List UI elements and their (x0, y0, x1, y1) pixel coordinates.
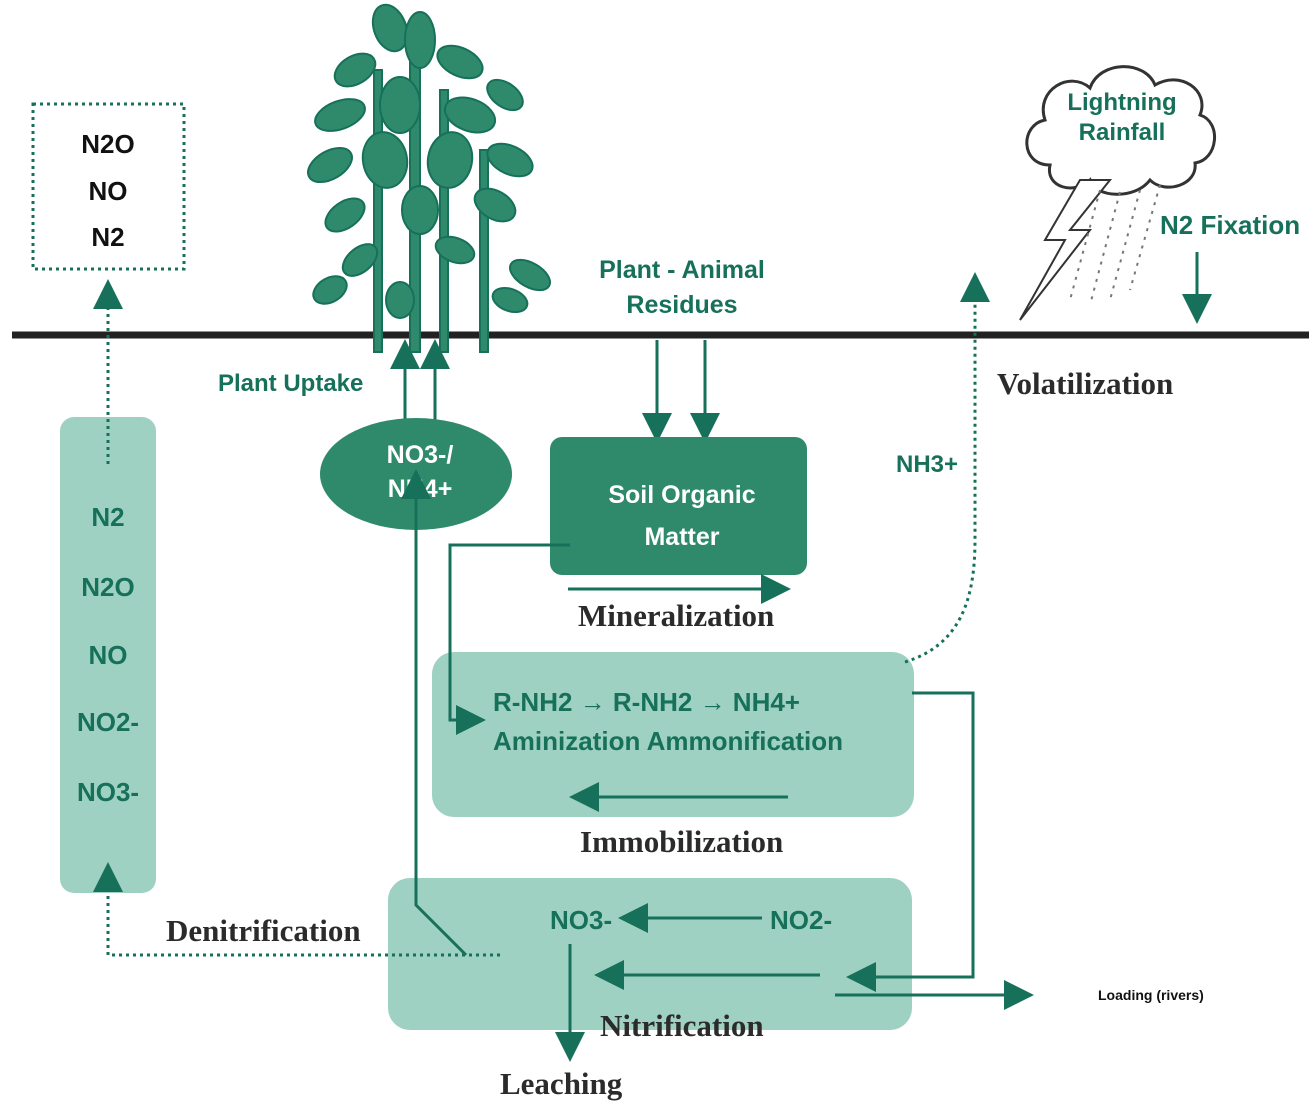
cloud-rainfall-label: Rainfall (1079, 119, 1166, 146)
nitrification-label: Nitrification (600, 1008, 764, 1043)
mineralization-label: Mineralization (578, 598, 774, 633)
soil-organic-matter-box (550, 437, 807, 575)
volatilization-label: Volatilization (997, 366, 1173, 401)
rain-streaks (1069, 184, 1161, 306)
residues-label: Residues (626, 291, 737, 319)
immobilization-label: Immobilization (580, 824, 783, 859)
n2-fixation-label: N2 Fixation (1160, 210, 1300, 240)
denitrification-column-panel (60, 417, 156, 893)
denit-no2: NO2- (77, 707, 139, 737)
som-line2: Matter (644, 523, 719, 551)
nitrification-panel (388, 878, 912, 1030)
som-to-aminization-connector (448, 543, 570, 735)
leaching-label: Leaching (500, 1066, 623, 1101)
nitrite-label: NO2- (770, 905, 832, 935)
nh3-label: NH3+ (896, 451, 958, 478)
denit-n2: N2 (91, 502, 124, 532)
atmosphere-gas-box (31, 102, 186, 271)
denit-no: NO (89, 640, 128, 670)
plant-animal-label: Plant - Animal (599, 256, 765, 284)
atmosphere-no: NO (89, 176, 128, 206)
pool-line1: NO3-/ (387, 441, 454, 469)
loading-rivers-label: Loading (rivers) (1098, 987, 1204, 1003)
nitrate-label: NO3- (550, 905, 612, 935)
volatilization-dotted-arrow (904, 272, 990, 664)
lightning-bolt-icon (1019, 179, 1113, 321)
denit-no3: NO3- (77, 777, 139, 807)
som-line1: Soil Organic (608, 481, 755, 509)
atmosphere-n2: N2 (91, 222, 124, 252)
pool-line2: NH4+ (388, 475, 453, 503)
atmosphere-n2o: N2O (81, 129, 134, 159)
plant-illustration (307, 3, 551, 353)
denit-n2o: N2O (81, 572, 134, 602)
denitrification-label: Denitrification (166, 913, 361, 948)
nitrate-to-pool-connector (401, 469, 468, 957)
ammonification-panel (432, 652, 914, 817)
plant-uptake-label: Plant Uptake (218, 370, 363, 397)
denitrification-dotted-path (93, 862, 500, 957)
aminization-ammonification-label: Aminization Ammonification (493, 726, 843, 756)
cloud-lightning-label: Lightning (1067, 89, 1176, 116)
nh4-to-nitrification-connector (846, 691, 975, 992)
cloud-shape (1025, 65, 1216, 196)
reaction-label: R-NH2 → R-NH2 → NH4+ (493, 687, 800, 717)
